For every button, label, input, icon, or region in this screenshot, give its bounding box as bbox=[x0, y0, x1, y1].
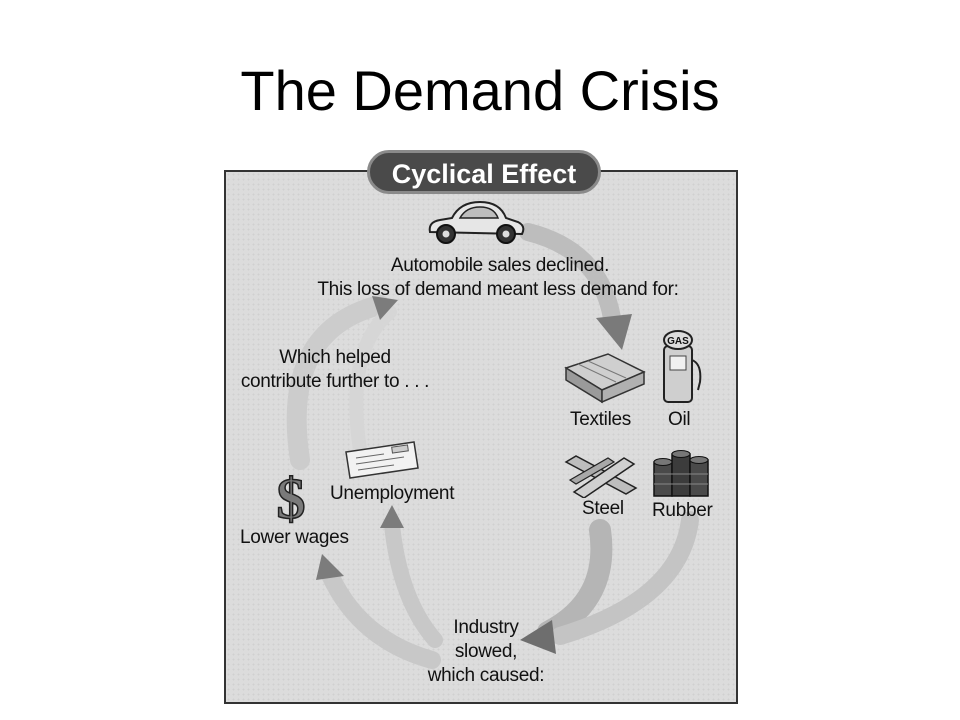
steel-label: Steel bbox=[582, 498, 624, 519]
dollar-glyph: $ bbox=[277, 466, 306, 528]
auto-sales-line2: This loss of demand meant less demand fo… bbox=[317, 279, 679, 300]
arrowhead-industry-slowed bbox=[520, 620, 556, 654]
arrow-to-industry-slowed bbox=[537, 519, 613, 643]
oil-label: Oil bbox=[668, 409, 691, 430]
auto-sales-line1: Automobile sales declined. bbox=[390, 255, 610, 276]
arrow-feedback bbox=[286, 295, 390, 470]
steel-beams-icon bbox=[564, 455, 638, 498]
gas-label: GAS bbox=[667, 336, 689, 347]
slide-title: The Demand Crisis bbox=[240, 59, 720, 122]
rubber-tires-icon bbox=[653, 450, 709, 497]
arrowhead-unemployment bbox=[380, 505, 404, 528]
arrow-to-industries bbox=[519, 223, 621, 327]
unemployment-label: Unemployment bbox=[330, 483, 455, 504]
arrow-feedback-2 bbox=[349, 305, 397, 457]
rubber-label: Rubber bbox=[652, 500, 713, 521]
diagram-header: Cyclical Effect bbox=[367, 150, 601, 194]
car-icon bbox=[428, 200, 525, 244]
arrow-to-unemployment bbox=[384, 517, 443, 648]
gas-pump-icon: GAS bbox=[663, 330, 702, 403]
arrowhead-industries bbox=[596, 314, 632, 350]
arrowhead-lower-wages bbox=[316, 554, 344, 580]
textiles-icon bbox=[564, 353, 646, 404]
dollar-icon: $ bbox=[276, 466, 307, 528]
check-icon bbox=[345, 441, 419, 479]
arrow-to-industry-slowed-2 bbox=[551, 511, 699, 645]
industry-slowed-line1: Industry bbox=[453, 617, 519, 638]
arrow-to-lower-wages bbox=[321, 566, 441, 669]
textiles-label: Textiles bbox=[570, 409, 631, 430]
lower-wages-label: Lower wages bbox=[240, 527, 349, 548]
arrowhead-feedback bbox=[372, 296, 398, 320]
feedback-line1: Which helped bbox=[279, 347, 391, 368]
feedback-line2: contribute further to . . . bbox=[240, 371, 430, 392]
frame-texture bbox=[226, 172, 736, 702]
industry-slowed-line3: which caused: bbox=[427, 665, 545, 686]
industry-slowed-line2: slowed, bbox=[454, 641, 518, 662]
diagram-frame bbox=[224, 170, 738, 704]
